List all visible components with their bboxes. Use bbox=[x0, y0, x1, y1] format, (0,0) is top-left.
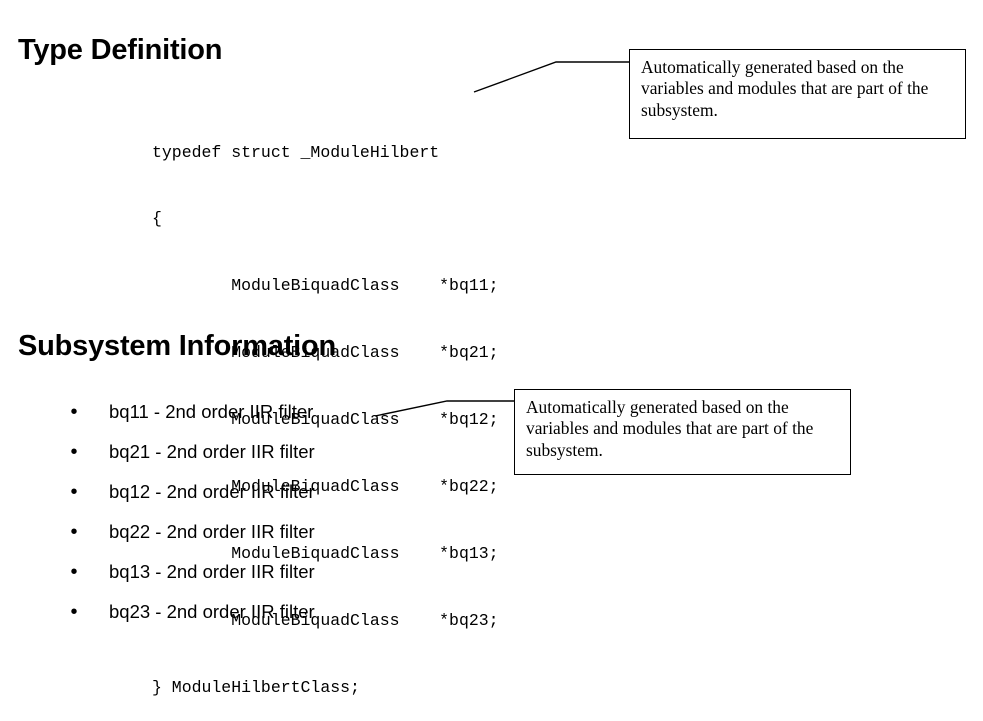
list-item-label: bq11 - 2nd order IIR filter bbox=[109, 401, 314, 422]
page-title-type-definition: Type Definition bbox=[18, 34, 223, 66]
code-line: ModuleBiquadClass *bq11; bbox=[152, 276, 499, 296]
list-item-label: bq13 - 2nd order IIR filter bbox=[109, 561, 315, 582]
callout-box-type-definition: Automatically generated based on the var… bbox=[629, 49, 966, 139]
code-line: ModuleBiquadClass *bq21; bbox=[152, 343, 499, 363]
code-line: } ModuleHilbertClass; bbox=[152, 677, 360, 697]
subsystem-bullet-list: • bq11 - 2nd order IIR filter • bq21 - 2… bbox=[0, 392, 480, 632]
list-item-label: bq23 - 2nd order IIR filter bbox=[109, 601, 315, 622]
list-item-label: bq12 - 2nd order IIR filter bbox=[109, 481, 315, 502]
list-item: • bq11 - 2nd order IIR filter bbox=[0, 392, 480, 432]
callout-box-subsystem-information: Automatically generated based on the var… bbox=[514, 389, 851, 475]
bullet-icon: • bbox=[70, 441, 78, 463]
list-item: • bq22 - 2nd order IIR filter bbox=[0, 512, 480, 552]
list-item: • bq21 - 2nd order IIR filter bbox=[0, 432, 480, 472]
list-item-label: bq22 - 2nd order IIR filter bbox=[109, 521, 315, 542]
bullet-icon: • bbox=[70, 401, 78, 423]
page-title-subsystem-information: Subsystem Information bbox=[18, 330, 337, 362]
callout-text: Automatically generated based on the var… bbox=[641, 57, 929, 120]
bullet-icon: • bbox=[70, 521, 78, 543]
code-line: ModuleBiquadClass *bq23; bbox=[152, 610, 499, 630]
leader-line-type-definition bbox=[473, 61, 629, 93]
bullet-icon: • bbox=[70, 561, 78, 583]
list-item: • bq13 - 2nd order IIR filter bbox=[0, 552, 480, 592]
list-item: • bq12 - 2nd order IIR filter bbox=[0, 472, 480, 512]
code-line: ModuleBiquadClass *bq22; bbox=[152, 477, 499, 497]
code-line: ModuleBiquadClass *bq13; bbox=[152, 543, 499, 563]
bullet-icon: • bbox=[70, 601, 78, 623]
code-line: typedef struct _ModuleHilbert bbox=[152, 142, 440, 162]
callout-text: Automatically generated based on the var… bbox=[526, 397, 814, 460]
list-item: • bq23 - 2nd order IIR filter bbox=[0, 592, 480, 632]
list-item-label: bq21 - 2nd order IIR filter bbox=[109, 441, 315, 462]
code-line: { bbox=[152, 209, 162, 229]
bullet-icon: • bbox=[70, 481, 78, 503]
